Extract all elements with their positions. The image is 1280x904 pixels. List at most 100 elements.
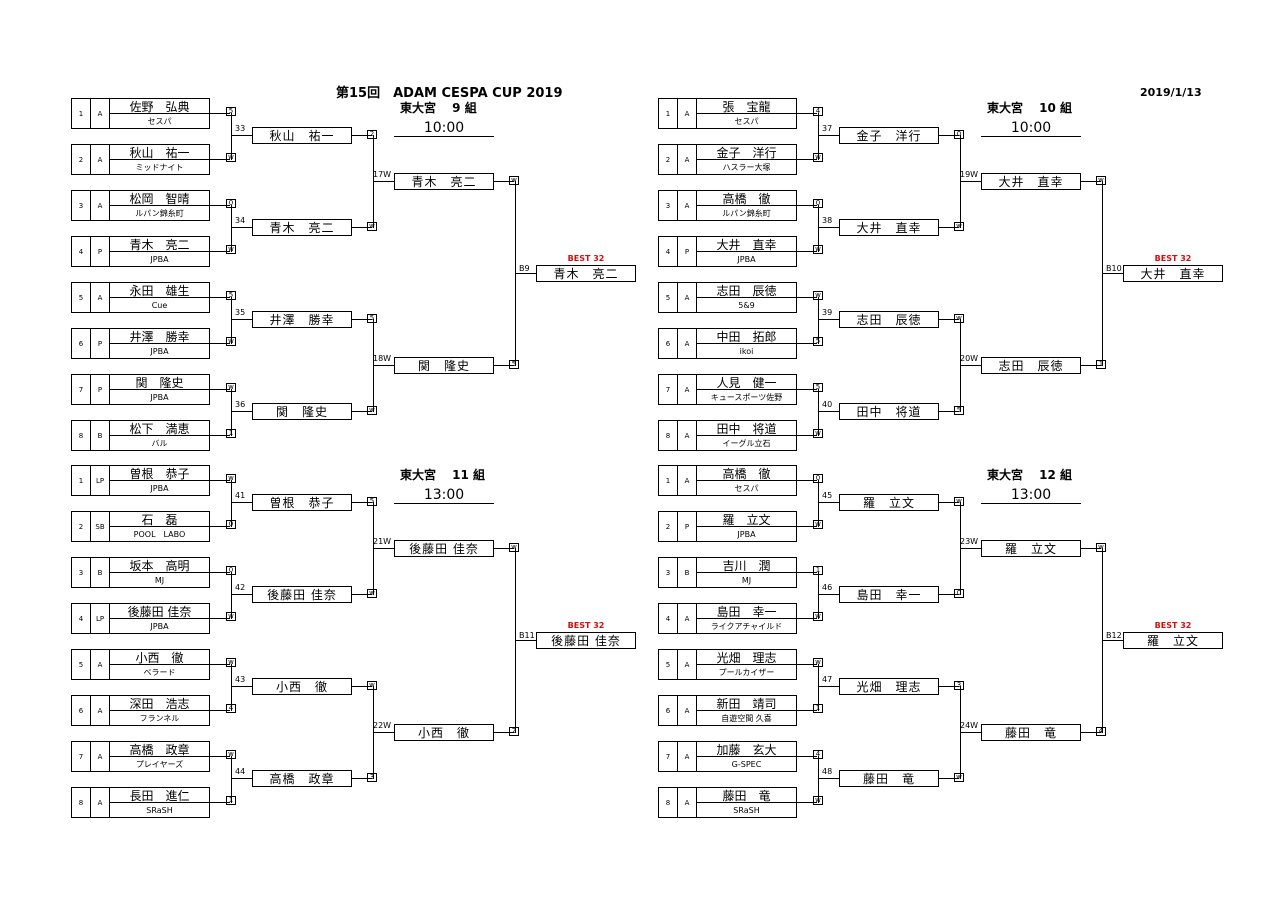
bracket-link [231,778,252,779]
time-underline [981,503,1081,504]
start-time: 10:00 [1010,120,1052,136]
player-class: LP [91,466,110,495]
bracket-link [231,686,252,687]
seat-number: 5 [72,283,91,312]
best32-winner: 青木 亮二 [536,265,636,282]
round2-score: w [954,314,964,323]
player-class: A [678,99,697,128]
seat-connector [797,343,817,344]
match-number: 23W [960,537,979,546]
player-club: MJ [741,575,752,585]
round3-score: w [1096,176,1106,185]
bracket-link [373,732,394,733]
round2-score: w [954,773,964,782]
seat-number: 3 [72,191,91,220]
player-name: 島田 幸一 [697,604,796,619]
player-name: 志田 辰徳 [697,283,796,298]
player-name: 羅 立文 [697,512,796,527]
match-number: B10 [1106,264,1122,273]
round2-score: w [954,222,964,231]
round2-winner: 羅 立文 [839,494,939,511]
player-class: A [91,742,110,771]
player-name: 長田 進仁 [110,788,209,803]
player-class: A [91,788,110,817]
round3-score: 1 [1096,360,1106,369]
seat-number: 2 [72,145,91,174]
player-club: 5&9 [738,300,755,310]
player-class: P [678,237,697,266]
player-class: A [91,191,110,220]
player-club: ルパン錦糸町 [135,208,184,218]
match-number: 43 [235,675,246,684]
player-class: A [678,466,697,495]
match-number: 36 [235,400,246,409]
seat-number: 1 [72,466,91,495]
group-label: 東大宮 9 組 [400,101,477,115]
player-name: 深田 浩志 [110,696,209,711]
seat-number: 8 [72,421,91,450]
seat-number: 2 [72,512,91,541]
player-name: 新田 靖司 [697,696,796,711]
time-underline [394,136,494,137]
bracket-vertical [231,756,232,803]
bracket-link [515,640,536,641]
player-club: ルパン錦糸町 [722,208,771,218]
date-label: 2019/1/13 [1140,86,1202,99]
player-class: A [678,604,697,633]
player-name: 大井 直幸 [697,237,796,252]
round3-score: w [509,176,519,185]
bracket-vertical [818,297,819,344]
seat-connector [797,756,817,757]
player-club: SRaSH [146,805,173,815]
bracket-vertical [818,113,819,160]
match-number: 22W [373,721,392,730]
bracket-vertical [231,113,232,160]
player-club: フランネル [139,713,180,723]
round2-connector [939,594,959,595]
round3-score: 2 [509,727,519,736]
player-name: 藤田 竜 [697,788,796,803]
seat-number: 5 [659,650,678,679]
bracket-link [818,594,839,595]
player-class: B [91,558,110,587]
match-number: 41 [235,491,246,500]
match-number: 19W [960,170,979,179]
player-name: 佐野 弘典 [110,99,209,114]
player-class: A [678,696,697,725]
seat-connector [797,113,817,114]
player-name: 後藤田 佳奈 [110,604,209,619]
round2-score: w [954,497,964,506]
seat-number: 6 [659,696,678,725]
seat-number: 5 [659,283,678,312]
match-number: 21W [373,537,392,546]
bracket-link [818,411,839,412]
round3-connector [494,732,514,733]
seat-number: 3 [659,191,678,220]
match-number: 34 [235,216,246,225]
match-number: 46 [822,583,833,592]
round2-score: 5 [954,406,964,415]
time-underline [394,503,494,504]
player-class: P [91,375,110,404]
player-name: 高橋 徹 [697,466,796,481]
player-name: 青木 亮二 [110,237,209,252]
round2-score: 3 [954,681,964,690]
seat-connector [210,802,230,803]
seat-number: 4 [72,604,91,633]
player-name: 坂本 高明 [110,558,209,573]
round3-connector [494,365,514,366]
round2-winner: 藤田 竜 [839,770,939,787]
player-name: 小西 徹 [110,650,209,665]
player-class: B [91,421,110,450]
player-name: 井澤 勝幸 [110,329,209,344]
best32-winner: 大井 直幸 [1123,265,1223,282]
